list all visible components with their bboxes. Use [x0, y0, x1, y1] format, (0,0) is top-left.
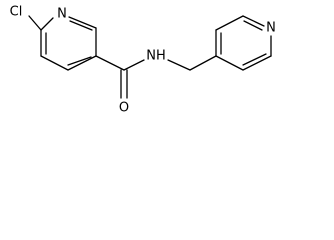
- bond-nh-ch2: [167, 59, 191, 71]
- pyridine-nitrogen-label-left: N: [57, 7, 67, 22]
- bond-carbonyl-nh: [123, 59, 145, 71]
- bonds: [28, 15, 272, 99]
- bond-c4-c3: [40, 55, 69, 71]
- bond-n1-c6-inner: [69, 20, 93, 31]
- bond-n1-c6: [68, 16, 97, 29]
- bond-ring-carbonyl: [95, 55, 125, 71]
- bond-c5-c4: [67, 55, 97, 71]
- bond-cl-c2: [28, 15, 42, 31]
- bond-r-c5-c4: [215, 55, 244, 71]
- bond-c5-c4-inner: [67, 56, 92, 66]
- bond-r-c2-n1-inner: [243, 20, 263, 31]
- bond-r-c6-c5: [242, 55, 272, 71]
- bond-r-c6-c5-inner: [242, 53, 267, 66]
- chemical-structure: Cl N O NH N: [10, 5, 276, 116]
- bond-c2-n1: [40, 17, 54, 31]
- bond-r-c2-n1: [242, 15, 265, 27]
- bond-ch2-ring: [189, 55, 217, 71]
- atom-labels: Cl N O NH N: [10, 5, 276, 116]
- chlorine-label: Cl: [10, 5, 23, 20]
- bond-r-c3-c2: [215, 15, 244, 31]
- amide-nh-label: NH: [146, 49, 166, 64]
- amide-oxygen-label: O: [119, 101, 129, 116]
- pyridine-nitrogen-label-right: N: [266, 21, 276, 36]
